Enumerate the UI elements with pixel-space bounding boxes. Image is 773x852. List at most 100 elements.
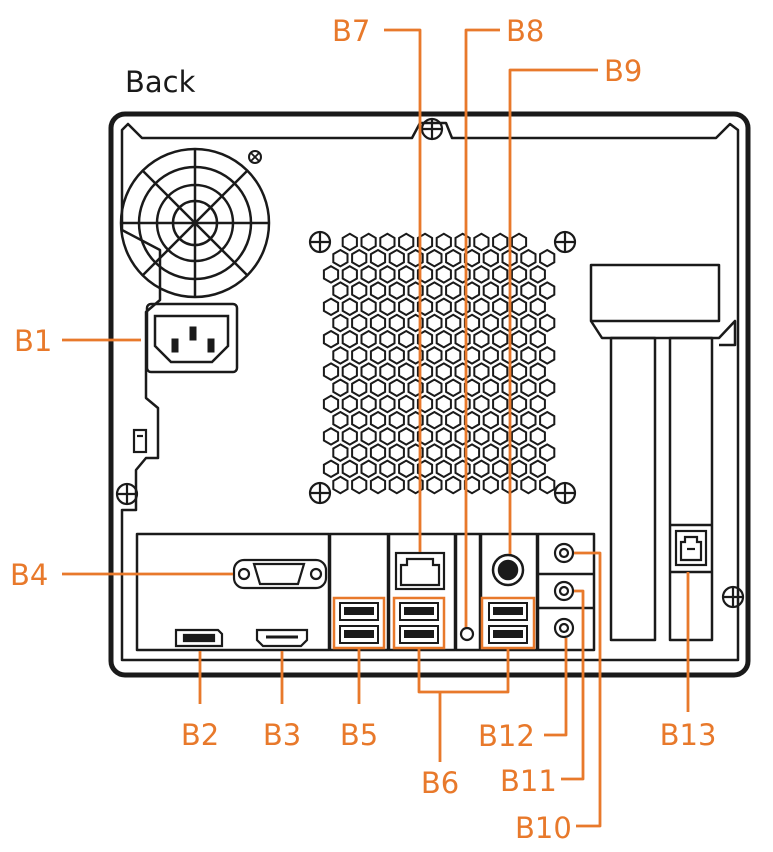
vent-hole — [379, 297, 396, 317]
vent-hole — [322, 459, 340, 479]
vent-hole — [482, 248, 499, 268]
vent-hole — [454, 362, 471, 381]
hdmi-port-icon — [255, 628, 309, 648]
vent-hole — [351, 346, 368, 365]
vent-hole — [351, 378, 368, 398]
vent-hole — [388, 281, 405, 300]
vent-hole — [322, 362, 340, 381]
vent-hole — [360, 427, 377, 446]
vent-hole — [341, 232, 358, 252]
vent-hole — [435, 362, 452, 381]
vent-hole — [360, 232, 377, 252]
vent-hole — [510, 362, 528, 381]
vent-hole — [473, 297, 490, 317]
lan-port-icon — [394, 551, 446, 591]
vent-hole — [510, 329, 528, 349]
vent-hole — [351, 313, 368, 333]
vent-hole — [492, 459, 509, 479]
vent-hole — [379, 362, 396, 381]
leader-b11 — [561, 589, 585, 781]
vent-hole — [341, 297, 358, 317]
vent-hole — [454, 459, 471, 479]
vent-hole — [529, 265, 546, 284]
vent-hole — [369, 443, 387, 462]
vent-hole — [510, 459, 528, 479]
vent-hole — [369, 378, 387, 398]
vent-hole — [369, 410, 387, 430]
vent-hole — [426, 443, 443, 462]
vent-hole — [539, 378, 556, 398]
vent-hole — [539, 346, 556, 365]
vent-hole — [416, 329, 434, 349]
vent-hole — [492, 297, 509, 317]
screw-icon — [115, 482, 139, 506]
vent-hole — [388, 313, 405, 333]
vent-hole — [398, 329, 415, 349]
power-inlet-icon — [145, 302, 239, 374]
vent-hole — [332, 475, 349, 495]
vent-hole — [341, 459, 358, 479]
vent-hole — [492, 362, 509, 381]
vent-hole — [322, 297, 340, 317]
vent-hole — [529, 459, 546, 479]
vent-hole — [360, 459, 377, 479]
vent-hole — [482, 443, 499, 462]
screw-icon — [420, 117, 444, 141]
vent-hole — [520, 313, 537, 333]
vent-hole — [473, 362, 490, 381]
vent-hole — [379, 427, 396, 446]
chassis-inner-frame — [120, 121, 740, 662]
vent-hole — [445, 378, 462, 398]
vent-hole — [445, 313, 462, 333]
vent-hole — [407, 475, 424, 495]
vent-hole — [435, 427, 452, 446]
vent-hole — [360, 329, 377, 349]
vent-hole — [398, 394, 415, 414]
vent-hole — [539, 248, 556, 268]
vent-hole — [416, 394, 434, 414]
vent-hole — [539, 475, 556, 495]
vent-hole — [351, 410, 368, 430]
vent-hole — [398, 362, 415, 381]
audio-jack-icon — [553, 542, 575, 564]
vent-hole — [388, 378, 405, 398]
vent-hole — [520, 248, 537, 268]
vent-hole — [322, 329, 340, 349]
vent-hole — [529, 297, 546, 317]
vent-hole — [454, 427, 471, 446]
vent-hole — [322, 394, 340, 414]
vent-hole — [341, 265, 358, 284]
vent-hole — [332, 281, 349, 300]
callout-b4: B4 — [10, 558, 48, 592]
vent-hole — [332, 378, 349, 398]
vent-hole — [445, 475, 462, 495]
vent-hole — [398, 427, 415, 446]
vent-hole — [445, 281, 462, 300]
vent-hole — [416, 297, 434, 317]
vent-hole — [454, 394, 471, 414]
vent-hole — [407, 248, 424, 268]
screw-icon — [553, 230, 577, 254]
usb-port-group-b6-left — [392, 596, 446, 650]
vga-port-icon — [232, 558, 328, 590]
vent-hole — [426, 346, 443, 365]
vent-hole — [416, 427, 434, 446]
vent-grille — [322, 232, 556, 495]
vent-hole — [539, 313, 556, 333]
vent-hole — [529, 427, 546, 446]
vent-hole — [351, 281, 368, 300]
vent-hole — [529, 394, 546, 414]
vent-hole — [473, 232, 490, 252]
vent-hole — [482, 410, 499, 430]
ethernet-port-icon — [674, 529, 708, 567]
callout-b11: B11 — [500, 764, 557, 798]
side-latch-icon — [132, 428, 148, 454]
callout-b6: B6 — [421, 766, 459, 800]
vent-hole — [388, 248, 405, 268]
vent-hole — [520, 443, 537, 462]
vent-hole — [445, 346, 462, 365]
vent-hole — [369, 281, 387, 300]
vent-hole — [426, 378, 443, 398]
vent-hole — [379, 394, 396, 414]
